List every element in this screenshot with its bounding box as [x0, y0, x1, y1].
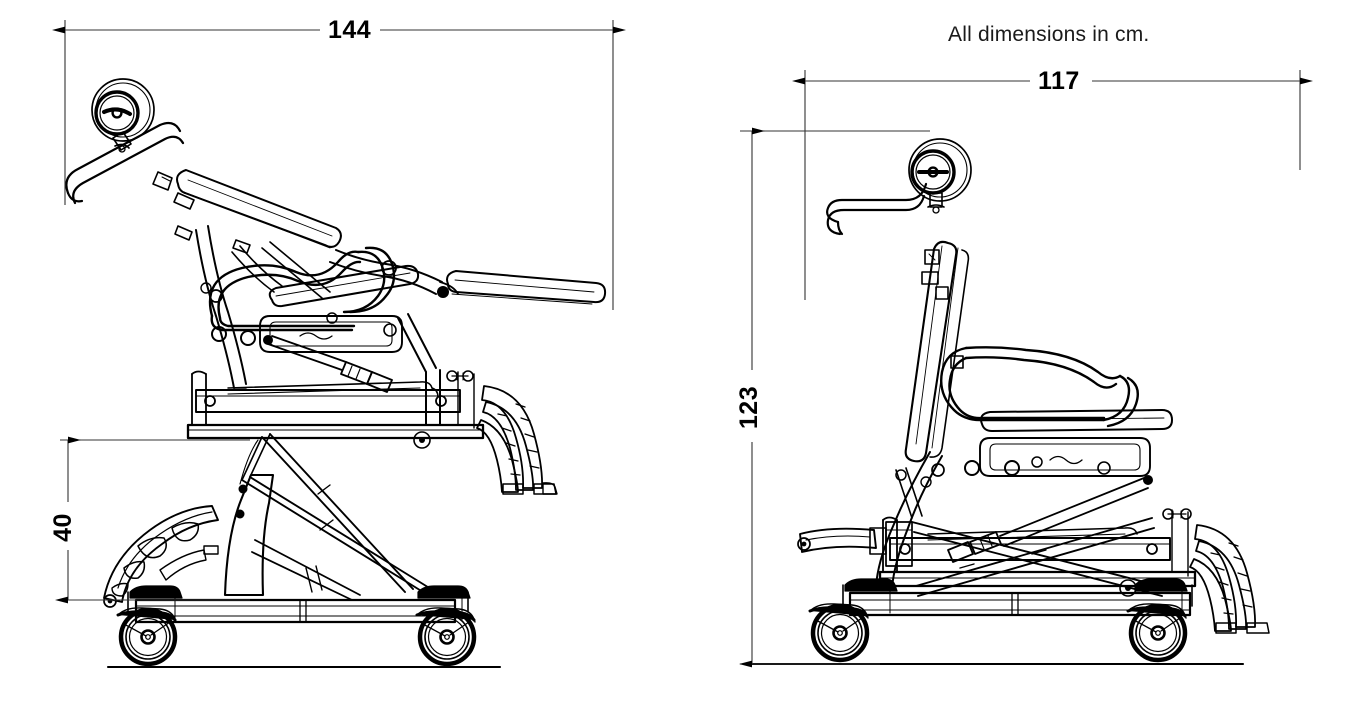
seat-cushion-right — [980, 409, 1173, 432]
dimension-label-123: 123 — [735, 378, 765, 437]
leg-rest-left — [476, 385, 558, 495]
headrest-left — [91, 78, 155, 153]
caster-wheel-front-left — [118, 608, 176, 664]
base-frame-left — [127, 585, 471, 624]
lift-brace-left — [251, 539, 361, 601]
seat-side-frame-right — [875, 451, 945, 589]
headrest-right — [908, 138, 972, 214]
seat-plate-left — [259, 312, 403, 353]
dimension-label-40: 40 — [48, 506, 78, 549]
seat-side-frame-left — [195, 225, 247, 389]
push-handle-right — [826, 182, 928, 236]
dimension-144 — [52, 20, 626, 310]
dimension-label-144: 144 — [321, 16, 379, 45]
support-arm-left — [397, 313, 441, 425]
dimension-annotations — [52, 20, 1313, 668]
backrest-right — [904, 240, 970, 463]
scissor-lift-left — [241, 433, 432, 593]
caster-wheel-rear-right — [1128, 604, 1186, 660]
leg-rest-right — [1189, 524, 1270, 634]
armrest-loop-right — [940, 346, 1139, 476]
scissor-lift-right — [911, 517, 1163, 597]
dimension-label-117: 117 — [1031, 67, 1087, 96]
foot-plate-left — [103, 505, 219, 608]
seat-chassis-left — [186, 370, 485, 449]
actuator-left — [263, 335, 393, 393]
caster-wheel-front-right — [810, 604, 868, 660]
dimension-117 — [792, 70, 1313, 300]
left-view-reclined-chair — [65, 78, 607, 669]
front-support-right — [895, 467, 923, 519]
dimension-123 — [739, 127, 930, 668]
foot-plate-right — [797, 521, 913, 567]
actuator-right — [947, 475, 1153, 563]
units-note: All dimensions in cm. — [948, 23, 1150, 46]
backrest-struts-left — [231, 241, 331, 299]
backrest-controls-right — [921, 249, 964, 369]
dimension-40 — [55, 436, 250, 604]
seat-plate-right — [979, 437, 1151, 477]
lift-column-left — [223, 439, 275, 597]
armrest-loop-left — [208, 246, 396, 346]
seat-assembly-left — [176, 169, 607, 308]
right-view-upright-chair — [748, 138, 1270, 666]
